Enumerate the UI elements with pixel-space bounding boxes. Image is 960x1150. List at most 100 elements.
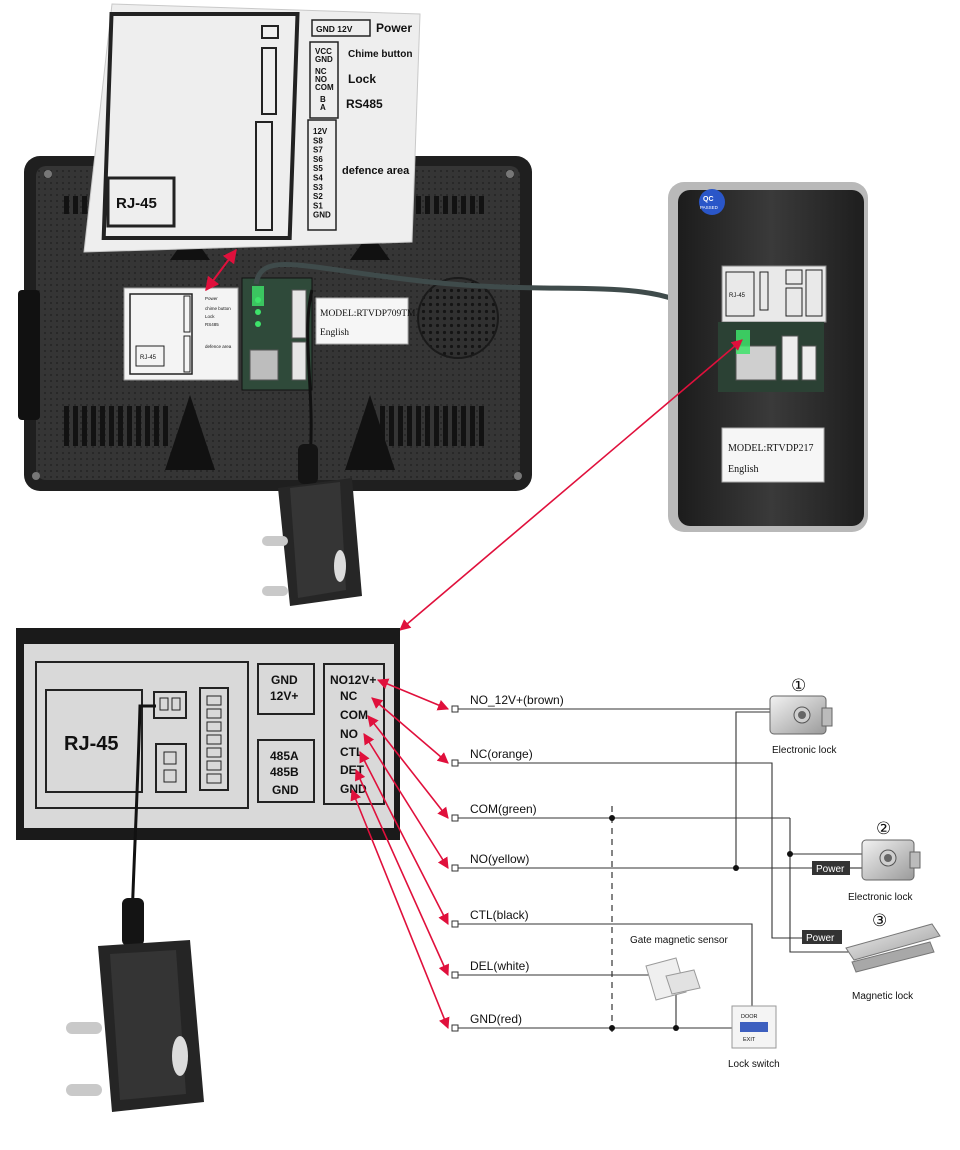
terminal-ctl: CTL (340, 745, 363, 759)
panel-rj45-label: RJ-45 (64, 733, 118, 755)
sheet-power-label: Power (376, 21, 412, 35)
wire-label: NO_12V+(brown) (470, 693, 564, 707)
vent-slot (452, 196, 457, 214)
wire-terminal-end (451, 814, 459, 822)
qc-badge-sub: PASSED (700, 205, 719, 210)
lock1-number: ① (791, 676, 806, 695)
sensor-label: Gate magnetic sensor (630, 935, 728, 946)
sheet-rs485-pin-b: B (320, 95, 326, 104)
wire-group: NO_12V+(brown)NC(orange)COM(green)NO(yel… (451, 693, 790, 1032)
vent-slot (434, 196, 439, 214)
panel-bus-485a: 485A (270, 749, 299, 763)
qc-badge-text: QC (703, 196, 714, 203)
vent-slot (443, 406, 448, 446)
speaker-grill (417, 277, 499, 359)
monitor-language-text: English (320, 328, 349, 338)
switch-bottom-text: EXIT (743, 1037, 756, 1043)
sheet-defence-label: defence area (342, 165, 410, 177)
sheet-chime-pin-gnd: GND (315, 55, 333, 64)
lock1-label: Electronic lock (772, 745, 837, 756)
electronic-lock-1: ① Electronic lock (769, 676, 837, 756)
wire-terminal-end (451, 759, 459, 767)
wire-label: GND(red) (470, 1012, 522, 1026)
vent-slot (425, 196, 430, 214)
power-adapter-top (262, 289, 362, 606)
vent-slot (109, 406, 114, 446)
connector-pin (206, 708, 222, 719)
sheet-defence-pin: S8 (313, 136, 323, 145)
sheet-defence-pin: S2 (313, 192, 323, 201)
sheet-defence-pin: S7 (313, 146, 323, 155)
connector-pin (206, 747, 222, 758)
vent-slot (479, 196, 484, 214)
sheet-defence-pin: S4 (313, 174, 323, 183)
vent-slot (416, 406, 421, 446)
connector-pin (206, 760, 222, 771)
vent-slot (82, 406, 87, 446)
vent-slot (91, 406, 96, 446)
mini-label-defence: defence area (205, 344, 232, 349)
mini-label-lock: Lock (205, 314, 215, 319)
vent-slot (64, 406, 69, 446)
lock3-number: ③ (872, 911, 887, 930)
wiring-sheet: RJ-45 GND 12V Power VCC GND Chime button… (83, 3, 421, 253)
sheet-callout-arrow (205, 248, 237, 292)
sheet-defence-pin: S1 (313, 201, 323, 210)
sheet-lock-label: Lock (348, 72, 376, 86)
vent-slot (398, 406, 403, 446)
sheet-rs485-pin-a: A (320, 103, 326, 112)
vent-slot (118, 406, 123, 446)
magnetic-lock: ③ Magnetic lock (845, 911, 941, 1002)
terminal-det: DET (340, 763, 365, 777)
door-mini-sticker (721, 265, 827, 323)
monitor-model-sticker (315, 297, 409, 345)
vent-slot (470, 406, 475, 446)
vent-slot (434, 406, 439, 446)
vent-slot (452, 406, 457, 446)
vent-slot (100, 406, 105, 446)
door-mini-rj45: RJ-45 (729, 293, 746, 299)
wire-terminal-end (451, 920, 459, 928)
connector-pin (206, 721, 222, 732)
sheet-rs485-label: RS485 (346, 97, 383, 111)
sheet-defence-pin: S5 (313, 164, 323, 173)
wire-terminal-end (451, 864, 459, 872)
sheet-defence-pin: GND (313, 211, 331, 220)
power-tag-2: Power (806, 933, 835, 944)
wire-label: CTL(black) (470, 908, 529, 922)
terminal-arrows (350, 678, 450, 1030)
vent-slot (443, 196, 448, 214)
vent-slot (136, 406, 141, 446)
wire-label: NC(orange) (470, 747, 533, 761)
electronic-lock-2: ② Electronic lock (848, 819, 921, 903)
door-language-text: English (728, 464, 759, 475)
vent-slot (389, 406, 394, 446)
mini-label-chime: chime button (205, 306, 231, 311)
sheet-defence-pin: S6 (313, 155, 323, 164)
connector-pin (206, 773, 222, 784)
panel-power-gnd: GND (271, 673, 298, 687)
vent-slot (163, 406, 168, 446)
panel-connector-pins (206, 695, 222, 784)
terminal-arrow (350, 788, 450, 1030)
door-callout-arrow (399, 339, 743, 631)
vent-slot (127, 406, 132, 446)
vent-slot (407, 406, 412, 446)
wire-terminal-end (451, 971, 459, 979)
vent-slot (461, 406, 466, 446)
mini-label-rs485: RS485 (205, 322, 219, 327)
power-adapter-bottom (66, 704, 204, 1112)
door-model-text: MODEL:RTVDP217 (728, 443, 814, 454)
lock-switch: DOOR EXIT Lock switch (728, 1005, 780, 1070)
terminal-no: NO (340, 727, 358, 741)
wire-label: NO(yellow) (470, 852, 529, 866)
vent-slot (416, 196, 421, 214)
sheet-power-pins: GND 12V (316, 24, 353, 34)
sheet-defence-pin: 12V (313, 127, 328, 136)
mini-rj45-label: RJ-45 (140, 355, 157, 361)
sheet-rj45-label: RJ-45 (116, 195, 157, 212)
lock2-number: ② (876, 819, 891, 838)
lock2-label: Electronic lock (848, 892, 913, 903)
